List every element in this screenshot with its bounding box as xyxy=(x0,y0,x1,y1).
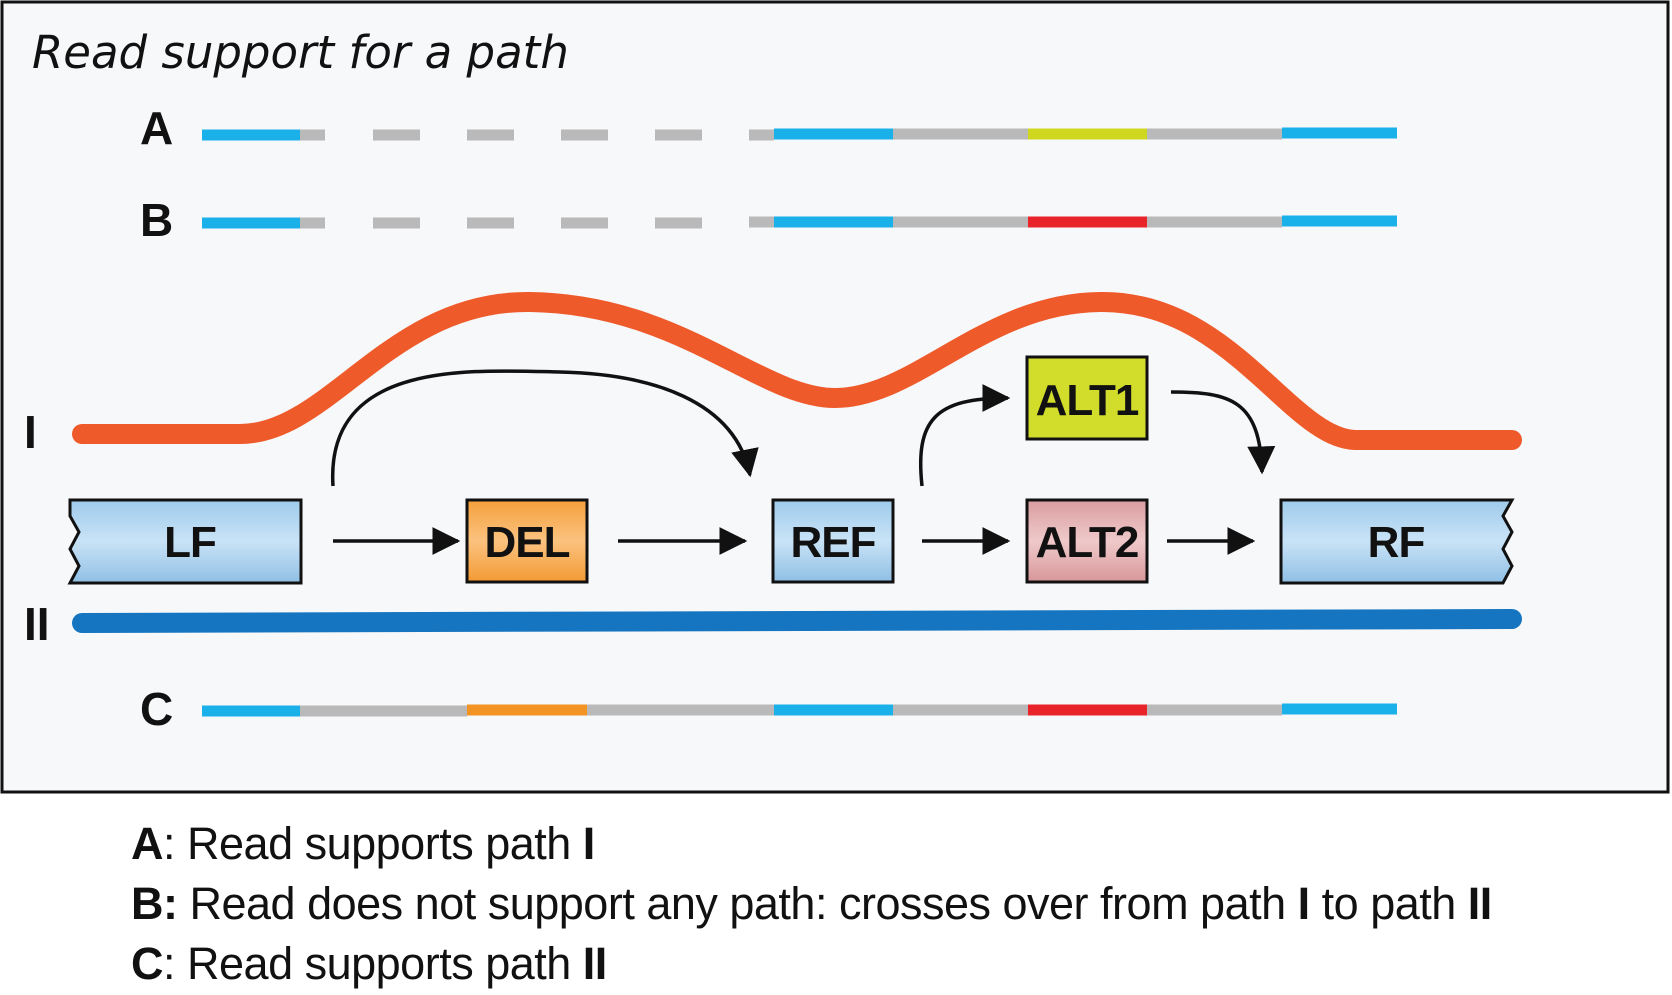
legend-item-c: C: Read supports path II xyxy=(131,938,607,989)
node-rf: RF xyxy=(1279,498,1515,585)
svg-text:LF: LF xyxy=(164,518,216,567)
legend-item-b: B: Read does not support any path: cross… xyxy=(131,878,1492,929)
node-ref: REF xyxy=(771,498,895,584)
svg-text:ALT1: ALT1 xyxy=(1036,376,1139,425)
read-a xyxy=(202,127,1397,141)
edge-ref-alt1 xyxy=(918,384,1011,487)
diagram-title: Read support for a path xyxy=(32,26,569,79)
path-label-ii: II xyxy=(24,598,50,650)
graph-edges xyxy=(331,369,1276,555)
path-label-i: I xyxy=(24,406,37,458)
svg-text:REF: REF xyxy=(791,518,876,567)
svg-text:ALT2: ALT2 xyxy=(1036,518,1139,567)
read-b xyxy=(202,215,1397,229)
edge-alt1-rf xyxy=(1170,390,1276,475)
read-c xyxy=(202,703,1397,717)
edge-lf-ref xyxy=(331,369,759,487)
path-ii-line xyxy=(72,609,1522,633)
read-label-a: A xyxy=(140,102,173,154)
read-label-b: B xyxy=(140,194,173,246)
node-alt1: ALT1 xyxy=(1025,355,1149,441)
node-del: DEL xyxy=(465,498,589,584)
node-alt2: ALT2 xyxy=(1025,498,1149,584)
path-i-line xyxy=(72,291,1522,450)
svg-text:DEL: DEL xyxy=(485,518,570,567)
svg-text:RF: RF xyxy=(1368,518,1425,567)
legend-item-a: A: Read supports path I xyxy=(131,818,595,869)
node-lf: LF xyxy=(67,498,303,585)
read-label-c: C xyxy=(140,683,173,735)
